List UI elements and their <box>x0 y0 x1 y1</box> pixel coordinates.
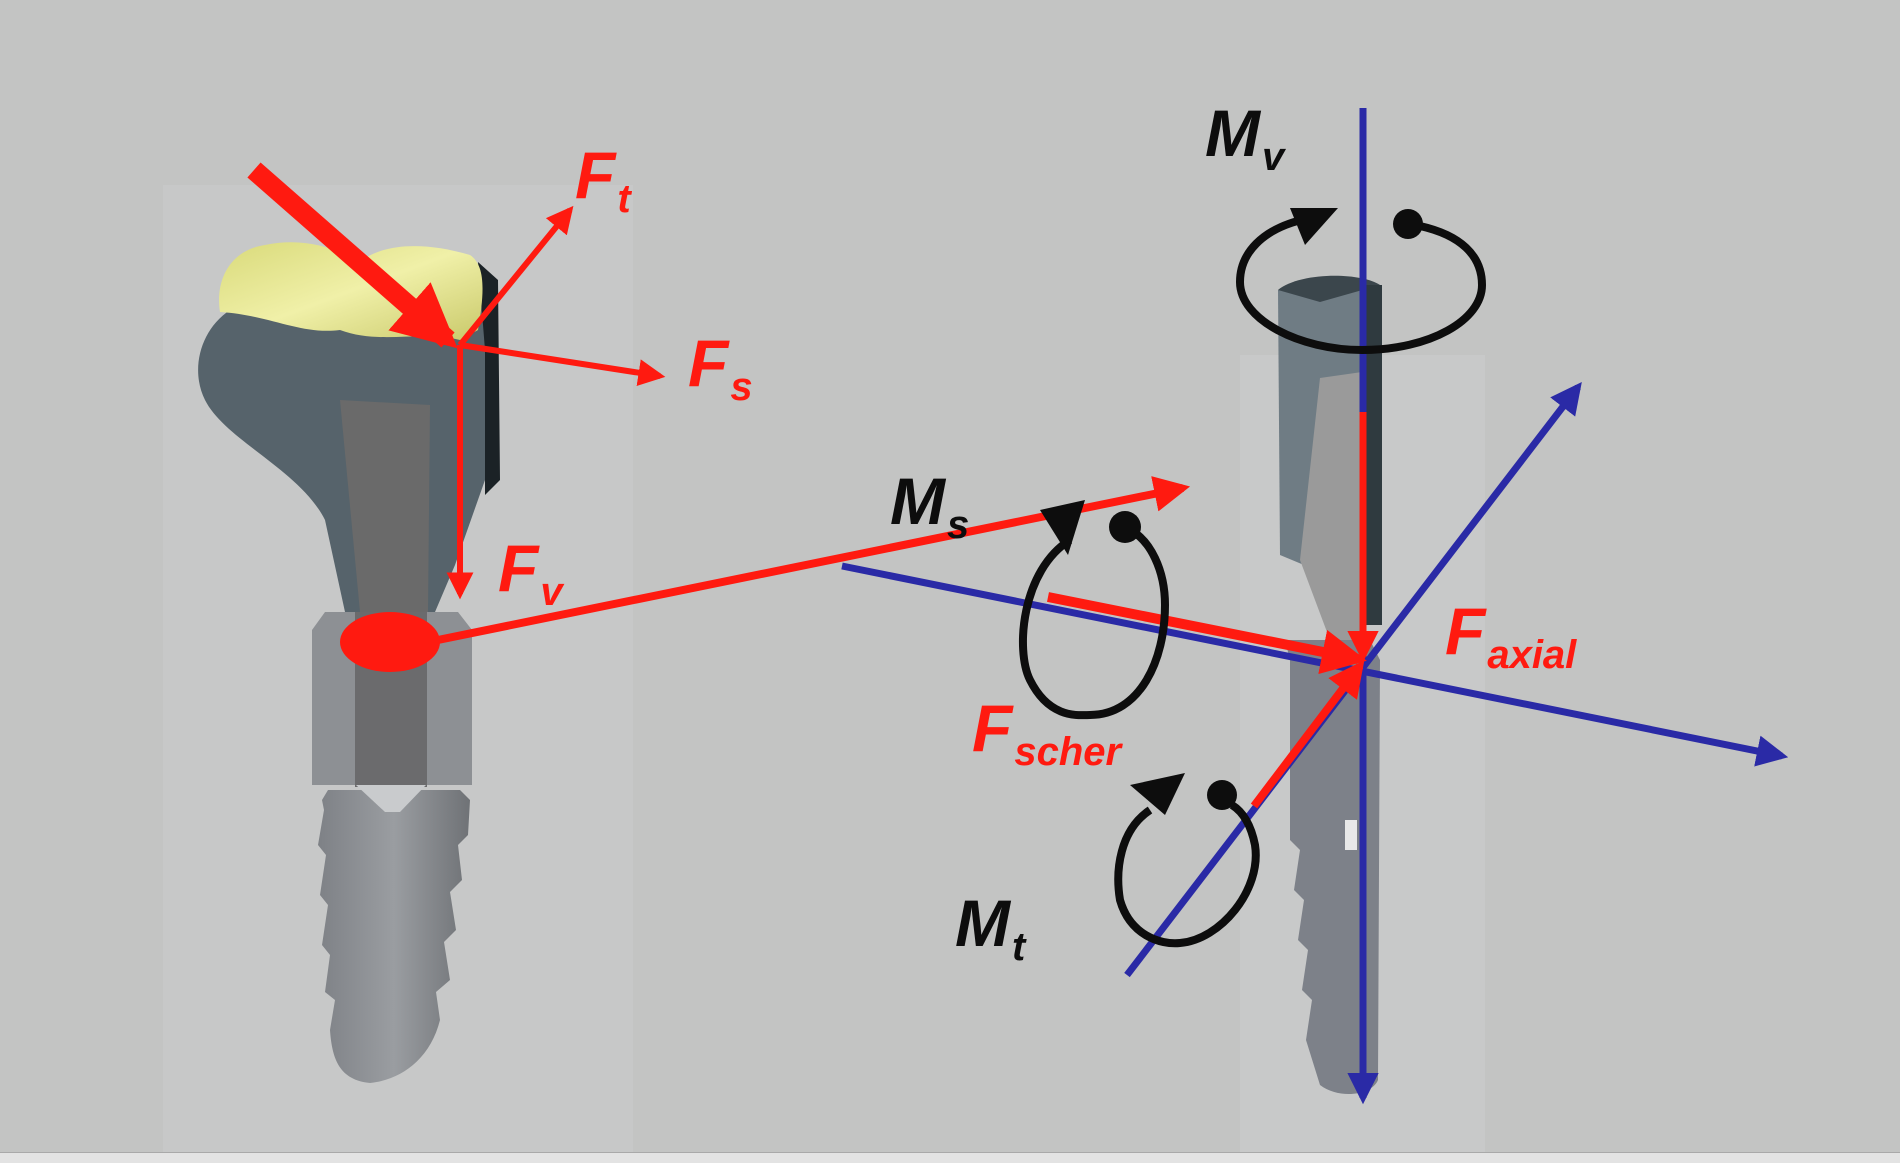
right-implant-model <box>1278 275 1382 1095</box>
label-ft-sub: t <box>617 177 631 221</box>
label-ft-main: F <box>575 138 616 212</box>
left-forces <box>247 162 1191 672</box>
ft-component-arrow <box>1250 660 1365 809</box>
label-ft: Ft <box>575 142 631 219</box>
right-forces <box>1047 412 1379 809</box>
label-fv-sub: v <box>540 570 563 614</box>
moment-symbols <box>1018 208 1487 948</box>
applied-load-arrow <box>247 162 458 349</box>
label-fv: Fv <box>498 535 563 612</box>
label-fs: Fs <box>688 330 753 407</box>
left-implant-model <box>198 242 500 1083</box>
mt-moment-icon <box>1114 773 1260 948</box>
label-faxial: Faxial <box>1445 598 1576 675</box>
left-abutment-core <box>340 400 430 612</box>
label-ms-sub: s <box>946 503 970 547</box>
label-fscher-sub: scher <box>1014 730 1122 774</box>
label-fscher: Fscher <box>972 695 1121 772</box>
label-fscher-main: F <box>972 691 1013 765</box>
bottom-border <box>0 1152 1900 1163</box>
right-abutment-core <box>1300 372 1362 640</box>
label-faxial-sub: axial <box>1487 633 1577 677</box>
label-fs-sub: s <box>730 365 753 409</box>
right-screw-highlight <box>1345 820 1357 850</box>
label-fv-main: F <box>498 531 539 605</box>
mv-moment-icon <box>1235 208 1487 355</box>
junction-marker <box>340 612 440 672</box>
fscher-arrow <box>1047 592 1367 675</box>
label-fs-main: F <box>688 326 729 400</box>
label-ms: Ms <box>890 468 969 545</box>
label-faxial-main: F <box>1445 594 1486 668</box>
ft-arrow <box>457 205 574 347</box>
label-mt-sub: t <box>1011 925 1026 969</box>
ms-moment-icon <box>1018 500 1170 720</box>
label-ms-main: M <box>890 464 945 538</box>
label-mv: Mv <box>1205 100 1284 177</box>
right-abutment-edge <box>1362 285 1382 625</box>
left-implant-threads <box>318 790 470 1083</box>
right-abutment-top <box>1278 275 1380 302</box>
label-mt-main: M <box>955 886 1010 960</box>
left-screw-tip <box>356 785 426 812</box>
horizontal-axis <box>841 562 1789 767</box>
label-mv-sub: v <box>1261 135 1285 179</box>
label-mv-main: M <box>1205 96 1260 170</box>
label-mt: Mt <box>955 890 1025 967</box>
fs-arrow <box>459 342 666 387</box>
right-implant-body <box>1285 640 1380 1095</box>
